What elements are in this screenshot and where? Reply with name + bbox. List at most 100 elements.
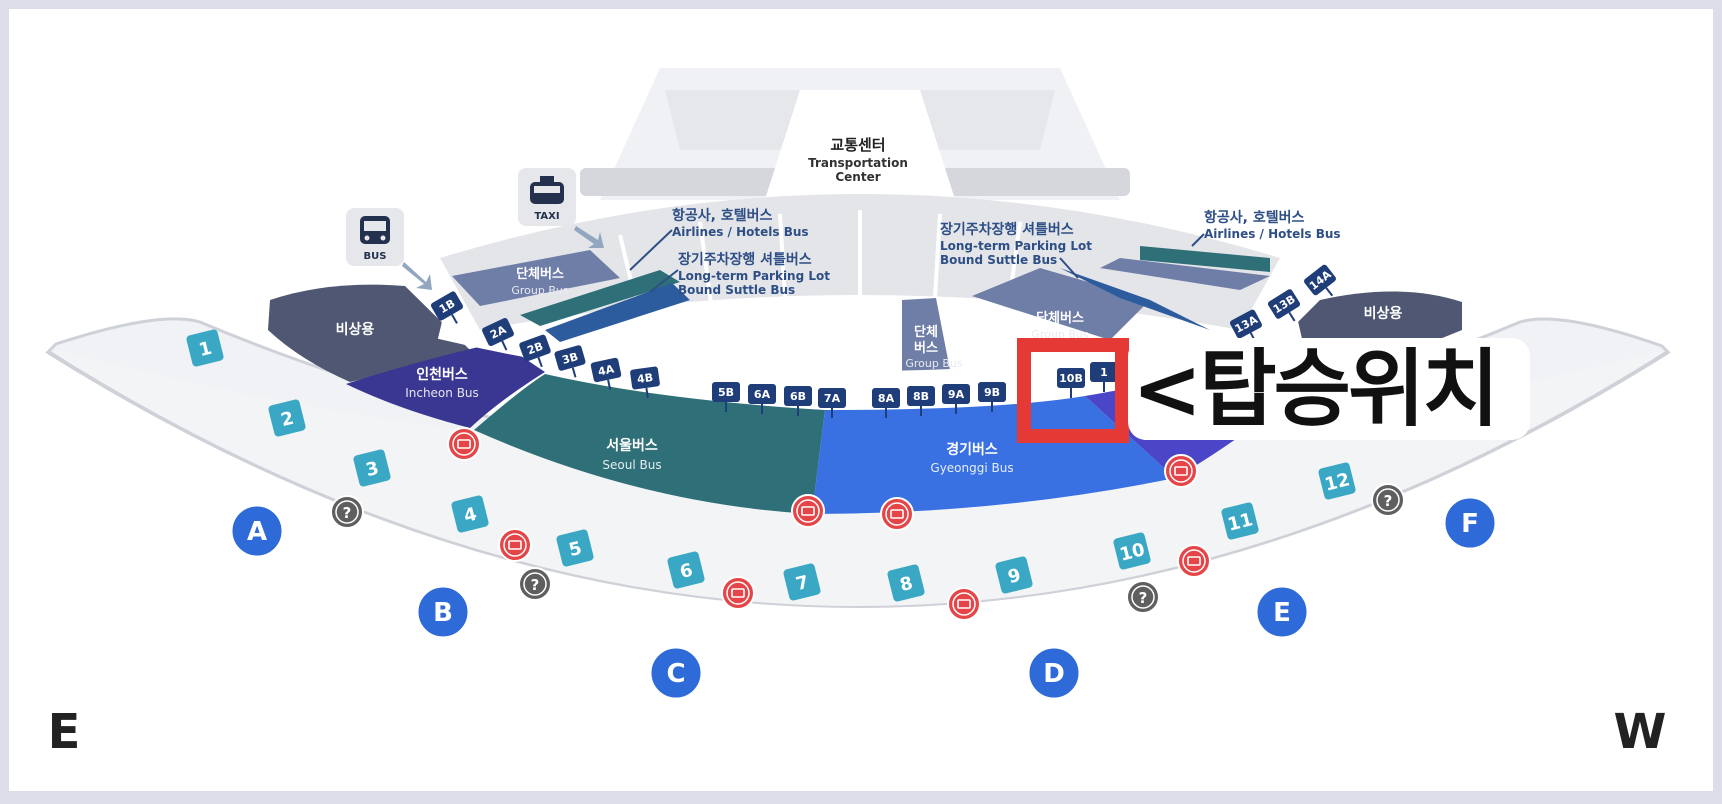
gyeonggi-bus-en: Gyeonggi Bus: [930, 461, 1013, 475]
door-3: 3: [353, 449, 391, 487]
exit-b: B: [415, 584, 471, 640]
help-icon: ?: [1371, 483, 1405, 517]
emergency-left-zone: [268, 284, 470, 382]
bus-stop-8a: 8A: [872, 388, 900, 418]
bus-stop-5b: 5B: [712, 382, 740, 412]
seoul-bus-en: Seoul Bus: [602, 458, 661, 472]
bus-stop-4b: 4B: [630, 366, 660, 398]
boarding-location-highlight: [1017, 338, 1129, 443]
exit-label: D: [1043, 659, 1065, 689]
bus-stop-label: 1: [1100, 366, 1108, 379]
group-bus-right-en: Group Bus: [1031, 328, 1089, 341]
bus-stop-2b: 2B: [519, 334, 551, 368]
bus-stop-label: 2A: [488, 323, 509, 342]
bus-stop-label: 4B: [636, 371, 654, 386]
exit-label: B: [433, 598, 453, 628]
transportation-center: 교통센터 Transportation Center: [580, 68, 1130, 215]
bus-stop-label: 8B: [913, 390, 929, 403]
svg-text:?: ?: [343, 504, 352, 522]
exit-label: E: [1273, 598, 1291, 628]
transportation-center-ko: 교통센터: [830, 136, 885, 154]
svg-text:Airlines / Hotels Bus: Airlines / Hotels Bus: [1204, 227, 1341, 241]
help-icon: ?: [1126, 580, 1160, 614]
svg-text:장기주차장행 셔틀버스: 장기주차장행 셔틀버스: [678, 251, 812, 268]
exit-label: F: [1461, 509, 1479, 539]
bus-stop-label: 2B: [525, 340, 545, 358]
transportation-center-en: Transportation: [808, 156, 908, 170]
ticket-icon: [1177, 544, 1211, 578]
svg-text:항공사, 호텔버스: 항공사, 호텔버스: [1204, 209, 1304, 226]
group-bus-mid-ko2: 버스: [914, 340, 938, 356]
bus-stop-label: 4A: [597, 362, 616, 378]
bus-stop-13a: 13A: [1230, 309, 1262, 343]
ticket-icon: [721, 576, 755, 610]
incheon-bus-ko: 인천버스: [416, 366, 468, 383]
svg-text:장기주차장행 셔틀버스: 장기주차장행 셔틀버스: [940, 221, 1074, 238]
bus-stop-8b: 8B: [907, 386, 935, 416]
svg-text:Bound Suttle Bus: Bound Suttle Bus: [940, 253, 1057, 267]
gyeonggi-bus-ko: 경기버스: [946, 441, 998, 458]
door-9: 9: [995, 556, 1033, 594]
door-label: 7: [794, 572, 811, 595]
door-5: 5: [556, 529, 594, 567]
group-bus-left-ko: 단체버스: [516, 266, 564, 282]
door-10: 10: [1113, 532, 1151, 570]
group-bus-left-zone: [452, 250, 620, 306]
group-bus-right-ko: 단체버스: [1036, 310, 1084, 326]
bus-label: BUS: [364, 251, 387, 262]
bus-stop-9a: 9A: [942, 384, 970, 414]
svg-text:Bound Suttle Bus: Bound Suttle Bus: [678, 283, 795, 297]
door-8: 8: [887, 564, 925, 602]
bus-stop-6a: 6A: [748, 384, 776, 414]
door-label: 1: [197, 338, 214, 361]
svg-text:?: ?: [531, 576, 540, 594]
door-2: 2: [268, 399, 306, 437]
bus-stop-10b: 10B: [1057, 368, 1085, 398]
ticket-icon: [498, 528, 532, 562]
transportation-center-en2: Center: [835, 170, 880, 184]
callout-airlines-right: 항공사, 호텔버스 Airlines / Hotels Bus: [1191, 209, 1341, 247]
ticket-icon: [447, 427, 481, 461]
door-label: 8: [898, 573, 915, 596]
group-bus-mid-zone: [902, 298, 950, 372]
bus-stop-label: 3B: [561, 350, 580, 367]
door-1: 1: [186, 329, 224, 367]
exit-c: C: [648, 645, 704, 701]
door-12: 12: [1318, 462, 1356, 500]
compass-west: W: [1614, 704, 1667, 760]
boarding-location-text: <탑승위치: [1132, 340, 1500, 438]
group-bus-mid-en: Group Bus: [905, 357, 963, 370]
exit-label: C: [666, 659, 685, 689]
emergency-left-label: 비상용: [336, 322, 375, 338]
exit-d: D: [1026, 645, 1082, 701]
door-label: 6: [678, 560, 695, 583]
svg-text:?: ?: [1384, 492, 1393, 510]
ticket-icon: [1164, 454, 1198, 488]
group-bus-right-zone: [972, 268, 1150, 340]
bus-sign: BUS: [346, 208, 432, 290]
callout-parking-left: 장기주차장행 셔틀버스 Long-term Parking Lot Bound …: [649, 251, 830, 297]
bus-stop-label: 7A: [824, 392, 841, 405]
exit-label: A: [247, 517, 267, 547]
bus-stop-label: 9B: [984, 386, 1000, 399]
door-11: 11: [1221, 502, 1259, 540]
bus-stop-6b: 6B: [784, 386, 812, 416]
bus-stop-label: 8A: [878, 392, 895, 405]
door-label: 9: [1006, 565, 1023, 588]
callout-parking-right: 장기주차장행 셔틀버스 Long-term Parking Lot Bound …: [940, 221, 1092, 279]
taxi-icon: [530, 176, 564, 204]
exit-e: E: [1254, 584, 1310, 640]
bus-stop-4a: 4A: [590, 357, 622, 390]
door-label: 4: [462, 504, 479, 527]
bus-icon: [360, 216, 390, 244]
taxi-sign: TAXI: [518, 168, 604, 248]
bus-stop-3b: 3B: [554, 345, 586, 378]
bus-stop-label: 9A: [948, 388, 965, 401]
ticket-icon: [791, 494, 825, 528]
ticket-icon: [947, 587, 981, 621]
seoul-bus-ko: 서울버스: [606, 437, 658, 454]
terminal-exits: A B C D E F: [229, 495, 1498, 701]
